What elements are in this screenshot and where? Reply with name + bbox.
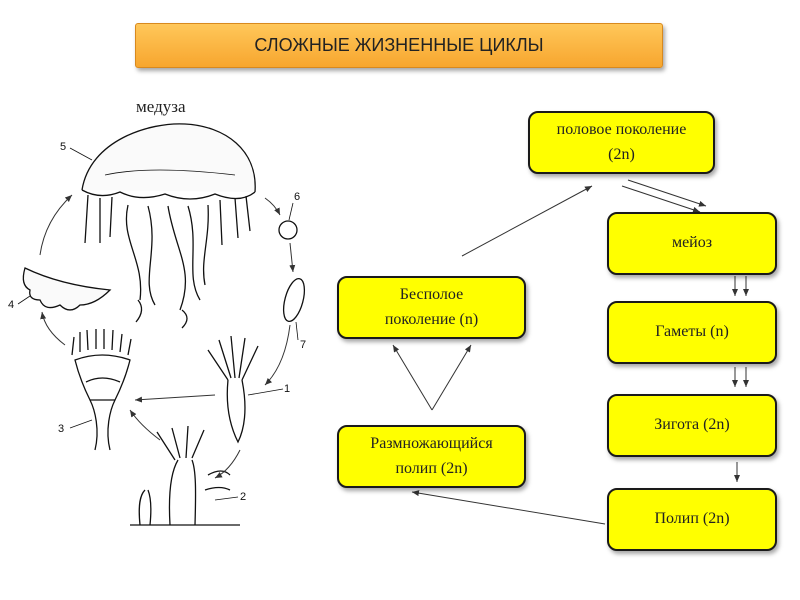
stage-number: 5 [60,141,66,153]
zygote-label: Зигота (2n) [654,416,730,434]
medusa-caption: медуза [136,97,186,116]
lifecycle-illustration [22,123,306,526]
polyp-label: Полип (2n) [654,510,730,528]
arrow-sexual-to-meiosis-a [627,179,707,207]
young-polyp-drawing [207,335,259,444]
stage-number: 6 [294,191,300,203]
medusa-drawing [81,123,256,329]
budding-polyp-drawing [130,425,240,526]
arrow-asexual-to-sexual [461,185,593,257]
zygote-box: Зигота (2n) [607,394,777,457]
arrow-planula-to-polyp [264,324,291,386]
stage-number: 3 [58,423,64,435]
ephyra-drawing [22,267,112,311]
stage-number: 2 [240,491,246,503]
stage-number-labels: 5 6 7 1 2 3 4 [8,141,306,503]
arrow-reproducing-to-asexual-right [431,344,472,411]
arrow-ephyra-to-medusa [39,194,73,256]
reproducing-polyp-box: Размножающийся полип (2n) [337,425,526,488]
reproducing-polyp-label: Размножающийся полип (2n) [370,434,493,477]
meiosis-label: мейоз [671,234,713,252]
stage-number: 1 [284,383,290,395]
meiosis-box: мейоз [607,212,777,275]
arrow-polyp-to-bud [214,449,241,479]
sexual-generation-box: половое поколение (2n) [528,111,715,174]
stage-number-leaders [17,147,299,501]
diagram-title: СЛОЖНЫЕ ЖИЗНЕННЫЕ ЦИКЛЫ [135,23,663,68]
asexual-generation-label: Бесполое поколение (n) [384,285,479,328]
arrow-reproducing-to-asexual-left [392,344,433,411]
lifecycle-arrows [39,194,296,479]
arrow-medusa-to-egg [264,197,281,216]
stage-number: 7 [300,339,306,351]
strobila-drawing [71,329,132,451]
planula-drawing [282,277,306,323]
flowchart-arrows [392,179,749,525]
asexual-generation-box: Бесполое поколение (n) [337,276,526,339]
arrow-bud-to-strobila [129,409,161,441]
arrow-egg-to-planula [289,242,296,273]
gametes-box: Гаметы (n) [607,301,777,364]
polyp-box: Полип (2n) [607,488,777,551]
arrow-polyp-to-reproducing [411,490,606,525]
arrow-sexual-to-meiosis-b [621,185,701,213]
sexual-generation-label: половое поколение (2n) [556,120,687,163]
arrow-polyp1-to-strobila [134,394,216,403]
arrow-strobila-to-ephyra [40,311,66,346]
egg-drawing [278,220,298,240]
gametes-label: Гаметы (n) [655,323,729,341]
stage-number: 4 [8,299,14,311]
